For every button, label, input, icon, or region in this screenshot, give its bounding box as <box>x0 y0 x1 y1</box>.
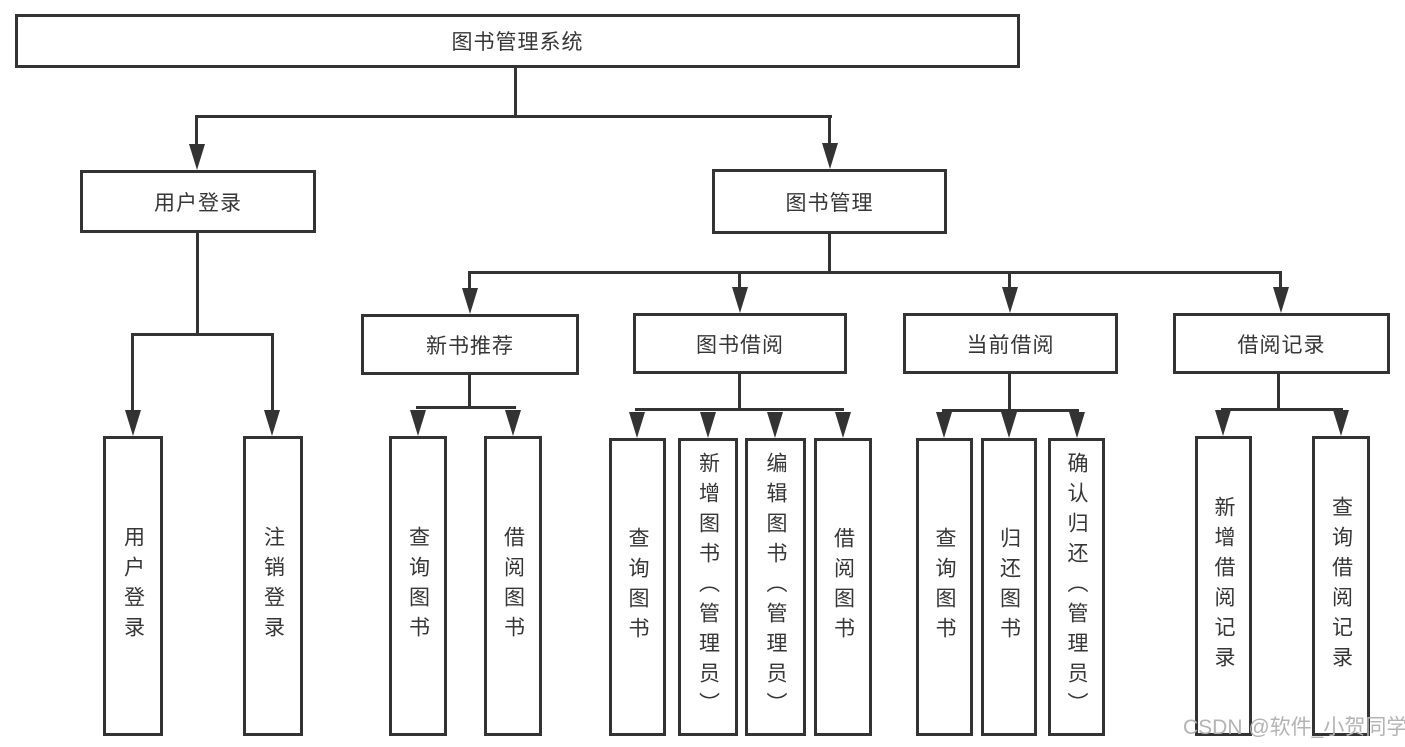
leaf-borrowing-query-books: 查询图书 <box>609 438 666 736</box>
node-label: 当前借阅 <box>966 333 1055 357</box>
node-label: 注销登录 <box>261 526 285 646</box>
arrowhead-down-icon <box>835 412 851 438</box>
node-label: 用户登录 <box>154 191 242 215</box>
arrowhead-down-icon <box>1333 410 1349 436</box>
connector-line <box>468 375 471 408</box>
node-book-management: 图书管理 <box>712 169 947 234</box>
leaf-logout: 注销登录 <box>243 436 303 736</box>
leaf-current-query-books: 查询图书 <box>916 438 973 736</box>
node-label: 确认归还（管理员） <box>1065 452 1088 722</box>
connector-line <box>942 409 1079 412</box>
node-label: 查询图书 <box>406 526 430 646</box>
node-label: 查询图书 <box>626 527 649 647</box>
arrowhead-down-icon <box>936 412 952 438</box>
connector-line <box>196 233 199 334</box>
connector-line <box>828 115 831 146</box>
connector-line <box>1277 374 1280 410</box>
leaf-edit-books-admin: 编辑图书（管理员） <box>745 438 806 736</box>
leaf-borrowing-borrow-books: 借阅图书 <box>814 438 872 736</box>
connector-line <box>828 234 831 273</box>
node-label: 编辑图书（管理员） <box>764 452 787 722</box>
connector-line <box>468 271 1282 274</box>
node-borrowing-records: 借阅记录 <box>1173 313 1390 374</box>
node-label: 归还图书 <box>997 527 1021 647</box>
connector-line <box>1221 408 1343 411</box>
node-new-book-recommendation: 新书推荐 <box>361 314 579 375</box>
arrowhead-down-icon <box>700 412 716 438</box>
connector-line <box>195 115 198 147</box>
node-label: 新增借阅记录 <box>1212 496 1235 676</box>
connector-line <box>635 408 844 411</box>
connector-line <box>738 374 741 410</box>
node-label: 借阅图书 <box>831 527 855 647</box>
leaf-confirm-return-admin: 确认归还（管理员） <box>1048 438 1105 736</box>
connector-line <box>1008 271 1011 290</box>
leaf-add-books-admin: 新增图书（管理员） <box>678 438 738 736</box>
connector-line <box>131 333 134 412</box>
connector-line <box>271 333 274 412</box>
connector-line <box>1279 271 1282 290</box>
arrowhead-down-icon <box>462 288 478 314</box>
node-label: 图书管理系统 <box>451 31 584 54</box>
arrowhead-down-icon <box>822 143 838 169</box>
arrowhead-down-icon <box>264 410 280 436</box>
node-label: 查询图书 <box>933 527 956 647</box>
leaf-user-login: 用户登录 <box>103 436 163 736</box>
leaf-add-borrow-record: 新增借阅记录 <box>1195 436 1252 736</box>
node-label: 查询借阅记录 <box>1329 496 1353 676</box>
leaf-query-borrow-record: 查询借阅记录 <box>1312 436 1370 736</box>
arrowhead-down-icon <box>767 412 783 438</box>
node-label: 借阅记录 <box>1237 333 1326 357</box>
arrowhead-down-icon <box>189 144 205 170</box>
arrowhead-down-icon <box>505 410 521 436</box>
node-library-management-system: 图书管理系统 <box>15 14 1020 68</box>
arrowhead-down-icon <box>1069 412 1085 438</box>
arrowhead-down-icon <box>629 412 645 438</box>
connector-line <box>738 271 741 290</box>
node-label: 借阅图书 <box>501 526 525 646</box>
connector-line <box>131 333 274 336</box>
connector-line <box>416 406 516 409</box>
node-book-borrowing: 图书借阅 <box>633 313 847 374</box>
arrowhead-down-icon <box>732 287 748 313</box>
arrowhead-down-icon <box>125 410 141 436</box>
connector-line <box>514 67 517 118</box>
leaf-return-books: 归还图书 <box>981 438 1037 736</box>
arrowhead-down-icon <box>1273 287 1289 313</box>
connector-line <box>1008 374 1011 411</box>
node-label: 新增图书（管理员） <box>696 452 720 722</box>
connector-line <box>196 115 832 118</box>
arrowhead-down-icon <box>1002 287 1018 313</box>
arrowhead-down-icon <box>1215 410 1231 436</box>
node-user-login-branch: 用户登录 <box>80 170 316 233</box>
connector-line <box>468 271 471 290</box>
node-label: 图书借阅 <box>696 333 784 357</box>
arrowhead-down-icon <box>410 410 426 436</box>
node-label: 新书推荐 <box>426 334 514 358</box>
node-label: 用户登录 <box>121 526 145 646</box>
leaf-recommend-borrow-books: 借阅图书 <box>484 436 542 736</box>
node-current-borrowing: 当前借阅 <box>903 313 1118 374</box>
leaf-recommend-query-books: 查询图书 <box>389 436 447 736</box>
node-label: 图书管理 <box>785 191 874 215</box>
arrowhead-down-icon <box>1001 412 1017 438</box>
csdn-watermark: CSDN @软件_小贺同学 <box>1183 716 1405 739</box>
